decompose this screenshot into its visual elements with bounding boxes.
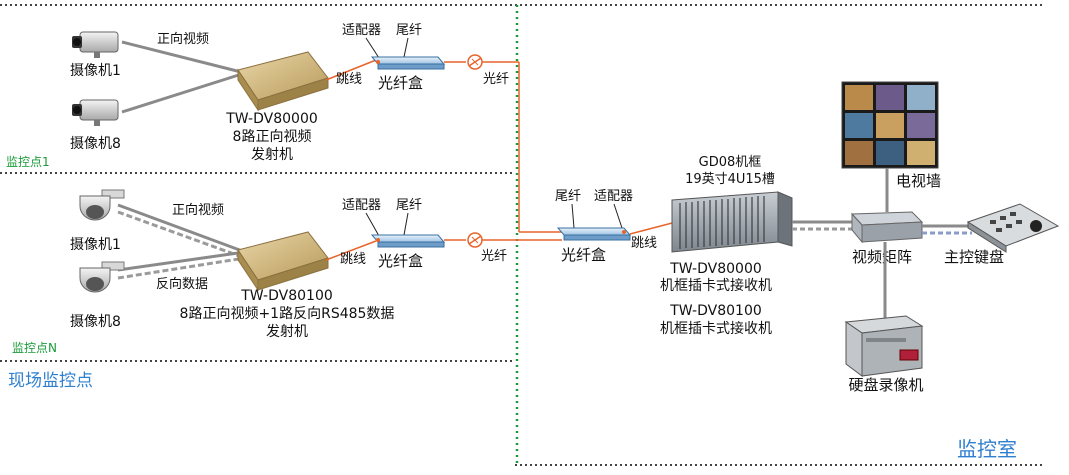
site1-jumper-label: 跳线 [336,72,362,87]
field-title: 现场监控点 [8,371,93,391]
fiber-box-icon [370,234,446,248]
site2-fiber-label: 光纤 [481,249,507,264]
site2-video-label: 正向视频 [172,202,224,218]
site2-camera-top-label: 摄像机1 [70,237,121,253]
dvr-label: 硬盘录像机 [848,376,923,394]
site2-data-label: 反向数据 [156,276,208,292]
site1-transmitter-desc1: 8路正向视频 [233,129,312,145]
dvr-computer-icon [844,315,924,377]
transmitter-device [237,51,329,112]
site2-adapter-label: 适配器 [342,198,381,213]
site1-pointer-adapter [365,37,380,59]
site2-tag: 监控点N [12,341,57,355]
fiber-box-icon [556,227,632,241]
room-adapter-label: 适配器 [594,189,633,204]
site1-pointer-pigtail [403,37,409,58]
keyboard-controller-icon [966,203,1060,253]
fiber-splice-icon [467,54,483,70]
room-fiberbox-label: 光纤盒 [561,246,606,264]
room-pigtail-label: 尾纤 [555,189,581,204]
video-matrix-icon [850,211,924,244]
main-keyboard-label: 主控键盘 [944,248,1004,266]
box-camera-icon [72,99,119,126]
site1-cable-cam1 [121,40,246,75]
room-pointer-pigtail [571,203,575,229]
site1-pigtail-label: 尾纤 [396,23,422,38]
site2-cable-cam1 [117,203,246,254]
site2-jumper-label: 跳线 [340,252,366,267]
video-matrix-label: 视频矩阵 [852,248,912,266]
site2-transmitter-desc1: 8路正向视频+1路反向RS485数据 [180,306,395,322]
site2-transmitter-model: TW-DV80100 [240,288,333,304]
site1-tag: 监控点1 [6,155,50,169]
rack-title1: GD08机框 [699,155,762,170]
room-jumper-line [629,221,677,235]
site2-cable-cam8-dashed [117,256,246,280]
site1-cable-cam8 [121,71,246,114]
room-title: 监控室 [957,437,1017,461]
room-pointer-adapter [613,203,623,229]
fiber-box-icon [370,56,446,70]
site1-adapter-label: 适配器 [342,23,381,38]
site2-transmitter-desc2: 发射机 [266,324,308,340]
site1-camera-top-label: 摄像机1 [70,63,121,79]
receiver1-desc: 机框插卡式接收机 [660,277,772,294]
site2-group: 摄像机1 摄像机8 正向视频 反向数据 TW-DV80100 8路正向视频+1路… [12,189,519,355]
dome-camera-icon [79,189,125,221]
site2-cable-cam1-dashed [117,210,246,260]
site2-fiberbox-label: 光纤盒 [378,252,423,270]
site2-jumper-line [325,240,377,261]
fiber-splice-icon [467,232,483,248]
tv-wall-icon [841,81,939,169]
tv-wall-label: 电视墙 [896,172,941,190]
site1-group: 摄像机1 摄像机8 正向视频 TW-DV80000 8路正向视频 发射机 跳线 … [6,23,520,232]
site2-pointer-adapter [365,212,380,237]
site1-jumper-line [325,59,377,81]
dome-camera-icon [79,261,125,293]
site2-pigtail-label: 尾纤 [396,198,422,213]
site1-video-label: 正向视频 [157,31,209,47]
transmitter-device [237,231,329,292]
site2-camera-bottom-label: 摄像机8 [70,314,121,330]
receiver2-desc: 机框插卡式接收机 [660,320,772,337]
site1-fiberbox-label: 光纤盒 [378,74,423,92]
site1-transmitter-model: TW-DV80000 [225,111,318,127]
room-jumper-label: 跳线 [631,236,657,251]
room-group: 尾纤 适配器 光纤盒 跳线 [519,81,1060,461]
box-camera-icon [72,31,119,58]
rack-title2: 19英寸4U15槽 [685,172,775,187]
site1-fiber-label: 光纤 [483,72,509,87]
site2-pointer-pigtail [403,212,409,236]
site1-camera-bottom-label: 摄像机8 [70,136,121,152]
receiver2-model: TW-DV80100 [669,303,762,319]
site1-transmitter-desc2: 发射机 [251,147,293,163]
rack-chassis-icon [671,191,793,253]
site2-cable-cam8 [117,250,246,272]
receiver1-model: TW-DV80000 [669,261,762,277]
